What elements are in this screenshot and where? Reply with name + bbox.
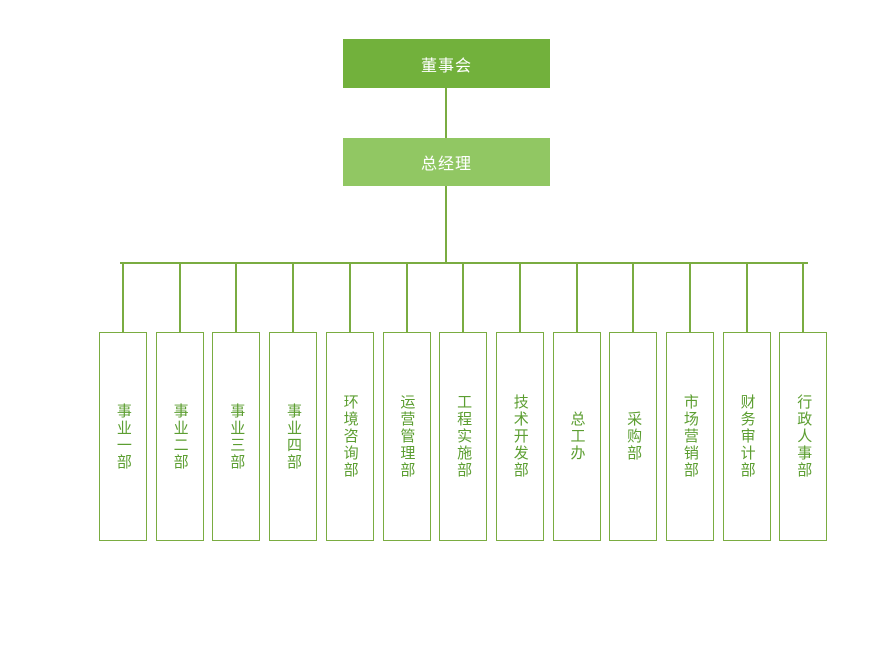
department-unit: 行政人事部: [779, 262, 828, 542]
connector-bus-to-department: [689, 262, 691, 332]
node-department[interactable]: 总工办: [552, 332, 601, 541]
node-department-label: 环境咨询部: [341, 394, 360, 479]
node-department-label: 财务审计部: [738, 394, 757, 479]
connector-bus-to-department: [462, 262, 465, 332]
node-department-label: 行政人事部: [795, 394, 814, 479]
node-department[interactable]: 事业二部: [155, 332, 204, 541]
department-row: 事业一部 事业二部 事业三部 事业四部 环境咨询部 运营管理部 工程实施部 技术开发部 总工办 采…: [99, 262, 828, 552]
node-department-label: 事业二部: [171, 402, 190, 471]
node-department-label: 采购部: [625, 411, 644, 462]
node-department-label: 事业三部: [228, 402, 247, 471]
connector-board-to-gm: [445, 88, 447, 138]
department-unit: 财务审计部: [722, 262, 771, 542]
node-general-manager-label: 总经理: [420, 154, 472, 173]
node-general-manager[interactable]: 总经理: [343, 138, 550, 186]
department-unit: 总工办: [552, 262, 601, 542]
node-department-label: 市场营销部: [681, 394, 700, 479]
department-unit: 技术开发部: [495, 262, 544, 542]
node-department-label: 总工办: [568, 411, 587, 462]
node-department[interactable]: 采购部: [609, 332, 658, 541]
connector-bus-to-department: [292, 262, 295, 332]
node-department-label: 运营管理部: [398, 394, 417, 479]
connector-bus-to-department: [405, 262, 408, 332]
node-department[interactable]: 行政人事部: [779, 332, 828, 541]
department-unit: 采购部: [609, 262, 658, 542]
node-department[interactable]: 技术开发部: [495, 332, 544, 541]
connector-bus-to-department: [802, 262, 805, 332]
node-department-label: 技术开发部: [511, 394, 530, 479]
node-department[interactable]: 事业三部: [212, 332, 261, 541]
connector-bus-to-department: [575, 262, 578, 332]
node-department-label: 事业四部: [284, 402, 303, 471]
department-unit: 工程实施部: [439, 262, 488, 542]
node-board-label: 董事会: [420, 55, 472, 75]
connector-bus-to-department: [518, 262, 521, 332]
node-department-label: 事业一部: [114, 402, 133, 471]
connector-bus-to-department: [745, 262, 748, 332]
connector-bus-to-department: [235, 262, 238, 332]
department-unit: 事业一部: [99, 262, 147, 542]
department-unit: 事业四部: [269, 262, 318, 542]
department-unit: 事业二部: [155, 262, 204, 542]
node-department[interactable]: 工程实施部: [439, 332, 488, 541]
node-department-label: 工程实施部: [455, 394, 474, 479]
node-department[interactable]: 事业四部: [269, 332, 318, 541]
connector-bus-to-department: [632, 262, 635, 332]
node-department[interactable]: 运营管理部: [382, 332, 431, 541]
connector-bus-to-department: [122, 262, 124, 332]
node-department[interactable]: 市场营销部: [666, 332, 714, 541]
department-unit: 环境咨询部: [325, 262, 374, 542]
connector-bus-to-department: [178, 262, 181, 332]
department-unit: 事业三部: [212, 262, 261, 542]
node-department[interactable]: 环境咨询部: [325, 332, 374, 541]
department-unit: 运营管理部: [382, 262, 431, 542]
connector-bus-to-department: [348, 262, 351, 332]
node-board[interactable]: 董事会: [343, 39, 550, 88]
node-department[interactable]: 事业一部: [99, 332, 147, 541]
connector-gm-to-bus: [445, 186, 447, 264]
node-department[interactable]: 财务审计部: [722, 332, 771, 541]
department-unit: 市场营销部: [666, 262, 714, 542]
